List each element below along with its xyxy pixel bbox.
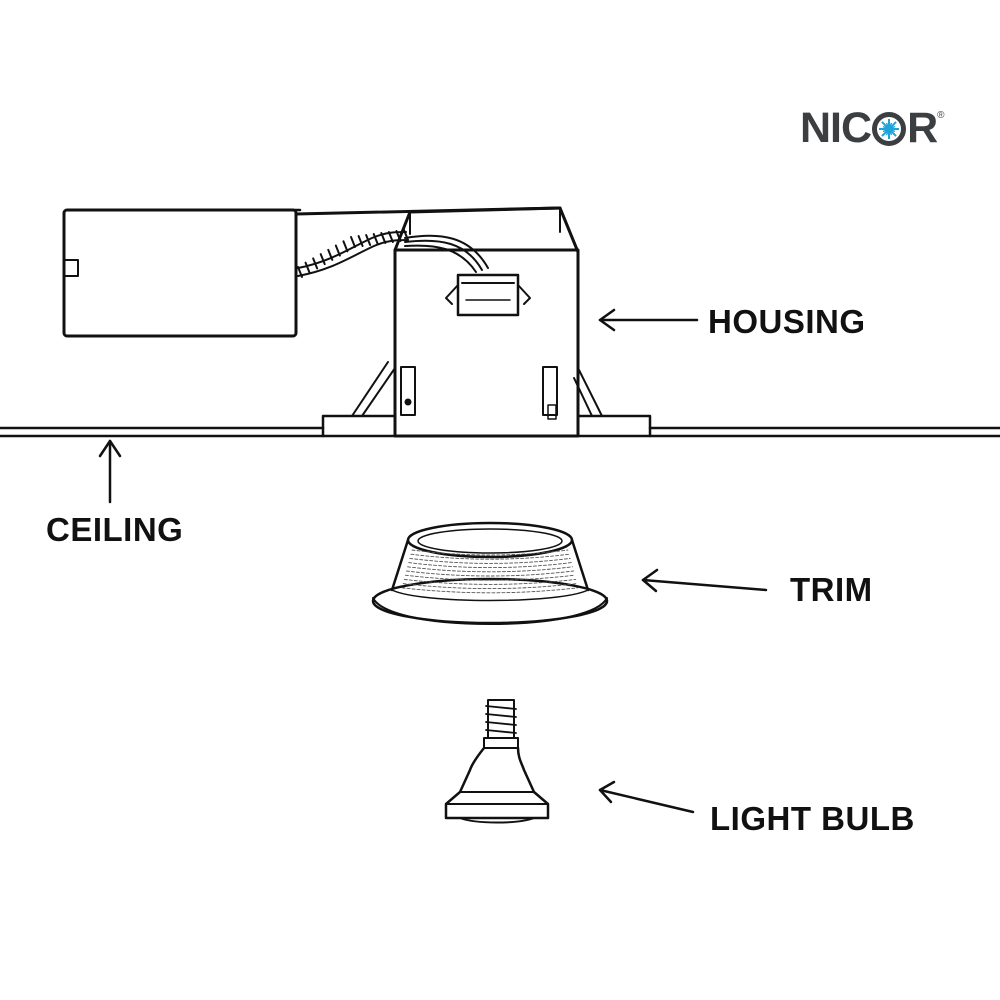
flex-conduit <box>297 229 409 278</box>
trim <box>371 521 609 625</box>
ceiling-label: CEILING <box>46 511 184 548</box>
light-bulb <box>444 699 550 824</box>
nicor-logo: NIC R® <box>800 104 945 153</box>
light-bulb-label: LIGHT BULB <box>710 800 915 837</box>
housing-can <box>321 206 652 438</box>
trim-label: TRIM <box>790 571 873 608</box>
arrows <box>98 308 768 814</box>
housing-label: HOUSING <box>708 303 866 340</box>
logo-text-nic: NIC <box>800 104 872 152</box>
starburst-o-icon <box>872 112 907 146</box>
housing-arrow <box>598 308 699 332</box>
registered-mark: ® <box>937 110 944 121</box>
trim-arrow <box>641 568 768 593</box>
logo-text-r: R <box>907 104 938 152</box>
ceiling-arrow <box>98 439 122 504</box>
light-bulb-arrow <box>598 780 695 814</box>
ceiling-line <box>0 426 1000 438</box>
